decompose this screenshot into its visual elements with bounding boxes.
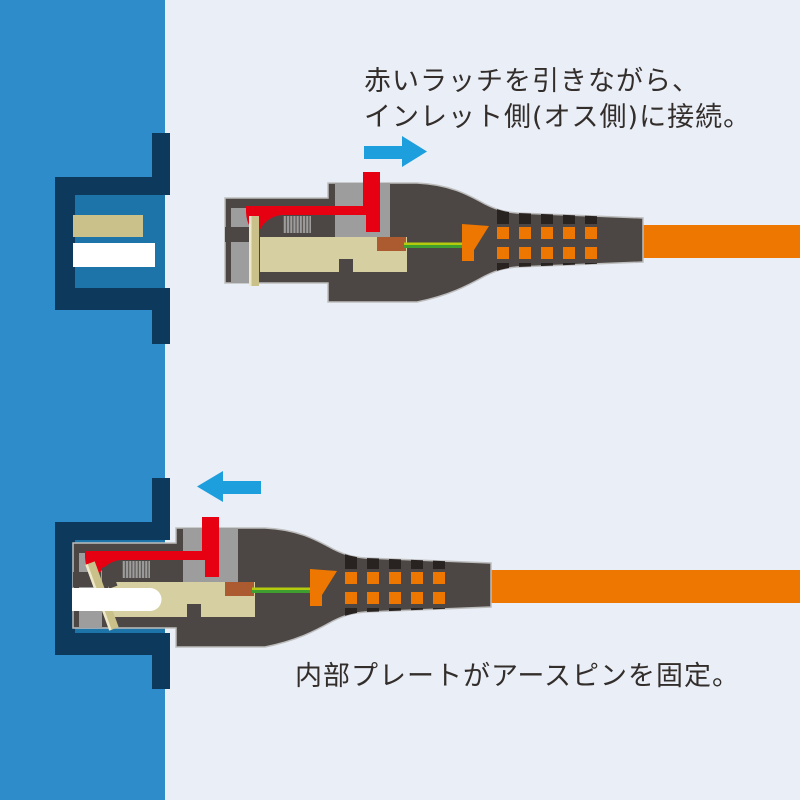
instruction-top-line1: 赤いラッチを引きながら、 bbox=[364, 66, 700, 97]
device-wall-panel bbox=[0, 0, 165, 800]
instruction-top: 赤いラッチを引きながら、 インレット側(オス側)に接続。 bbox=[364, 64, 751, 136]
earth-pin-inserted bbox=[72, 588, 162, 611]
inlet-top bbox=[55, 133, 170, 344]
connector-bottom bbox=[72, 517, 491, 647]
instruction-top-line2: インレット側(オス側)に接続。 bbox=[364, 102, 752, 133]
cable-top bbox=[640, 225, 800, 258]
earth-pin bbox=[73, 243, 155, 267]
connector-top bbox=[225, 172, 643, 302]
arrow-right-icon bbox=[364, 136, 427, 167]
inlet-pin-upper bbox=[73, 215, 143, 237]
internal-plate-top bbox=[249, 216, 259, 286]
cable-bottom bbox=[485, 570, 800, 603]
top-diagram bbox=[55, 133, 800, 344]
arrow-left-icon bbox=[197, 471, 261, 502]
instruction-bottom: 内部プレートがアースピンを固定。 bbox=[295, 661, 741, 692]
bottom-diagram bbox=[55, 471, 800, 689]
